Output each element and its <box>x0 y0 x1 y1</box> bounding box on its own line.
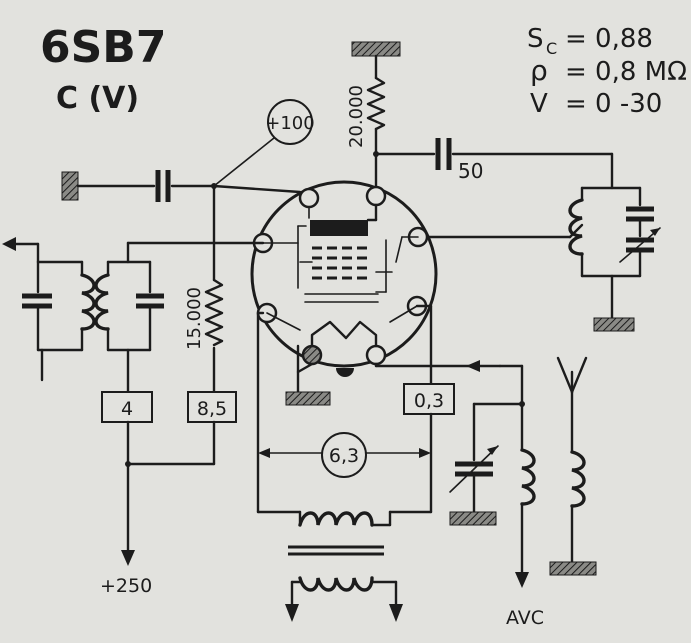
tube-grids <box>312 246 372 280</box>
spec-v-value: = 0 -30 <box>565 89 662 119</box>
input-coil <box>520 448 536 506</box>
output-arrow <box>2 237 16 251</box>
right-tank-coil <box>568 198 584 256</box>
tube-type-title: 6SB7 <box>40 22 166 73</box>
tube-cathode-heater <box>310 320 378 348</box>
screen-voltage-label: +100 <box>265 113 314 134</box>
heater-transformer <box>256 510 433 622</box>
right-tank-circuit <box>568 186 661 332</box>
heater-secondary-coil <box>298 511 374 527</box>
spec-block: S C = 0,88 ρ = 0,8 MΩ V = 0 -30 <box>527 24 687 119</box>
spec-rho-value: = 0,8 MΩ <box>565 57 687 87</box>
pin-top-left <box>298 187 320 209</box>
left-secondary-coil <box>94 273 110 331</box>
ground-symbol <box>351 41 401 57</box>
plate-resistor-label: 20.000 <box>346 85 367 148</box>
screen-resistor-label: 15.000 <box>184 287 205 350</box>
ground-symbol-left <box>61 171 79 201</box>
pin-top-right <box>365 185 387 207</box>
spec-v-symbol: V <box>530 89 548 119</box>
screen-voltage-bubble <box>267 99 313 145</box>
supply-arrow <box>121 550 135 566</box>
pin-bottom-right <box>365 344 387 366</box>
spec-sc-symbol: S <box>527 24 544 54</box>
heater-voltage-bubble <box>321 432 367 478</box>
left-if-transformer: 4 +250 <box>2 237 265 597</box>
ground-symbol-right-tank <box>593 317 635 332</box>
heater-voltage-label: 6,3 <box>329 445 359 467</box>
avc-label: AVC <box>506 607 544 629</box>
pin-bottom-left <box>301 344 323 366</box>
box-right <box>403 383 455 415</box>
box-mid <box>187 391 237 423</box>
input-avc-section: AVC <box>374 356 597 629</box>
box-left <box>101 391 153 423</box>
heater-primary-coil <box>298 576 374 592</box>
tube-class-subtitle: C (V) <box>56 81 139 116</box>
ground-symbol-cathode <box>285 391 331 406</box>
spec-sc-subscript: C <box>546 39 557 58</box>
tube-plate <box>310 220 368 236</box>
left-primary-coil <box>80 273 96 331</box>
antenna-coil <box>570 450 586 508</box>
coupling-cap-label: 50 <box>458 159 483 183</box>
box-left-label: 4 <box>121 398 133 420</box>
supply-voltage-label: +250 <box>100 575 152 597</box>
box-right-label: 0,3 <box>414 390 444 412</box>
box-mid-label: 8,5 <box>197 398 227 420</box>
ground-symbol-input <box>449 511 497 526</box>
plate-resistor <box>366 76 386 131</box>
spec-sc-value: = 0,88 <box>565 24 653 54</box>
screen-resistor <box>204 278 224 347</box>
tube-envelope <box>250 180 438 377</box>
ground-symbol-antenna <box>549 561 597 576</box>
spec-rho-symbol: ρ <box>530 54 548 87</box>
